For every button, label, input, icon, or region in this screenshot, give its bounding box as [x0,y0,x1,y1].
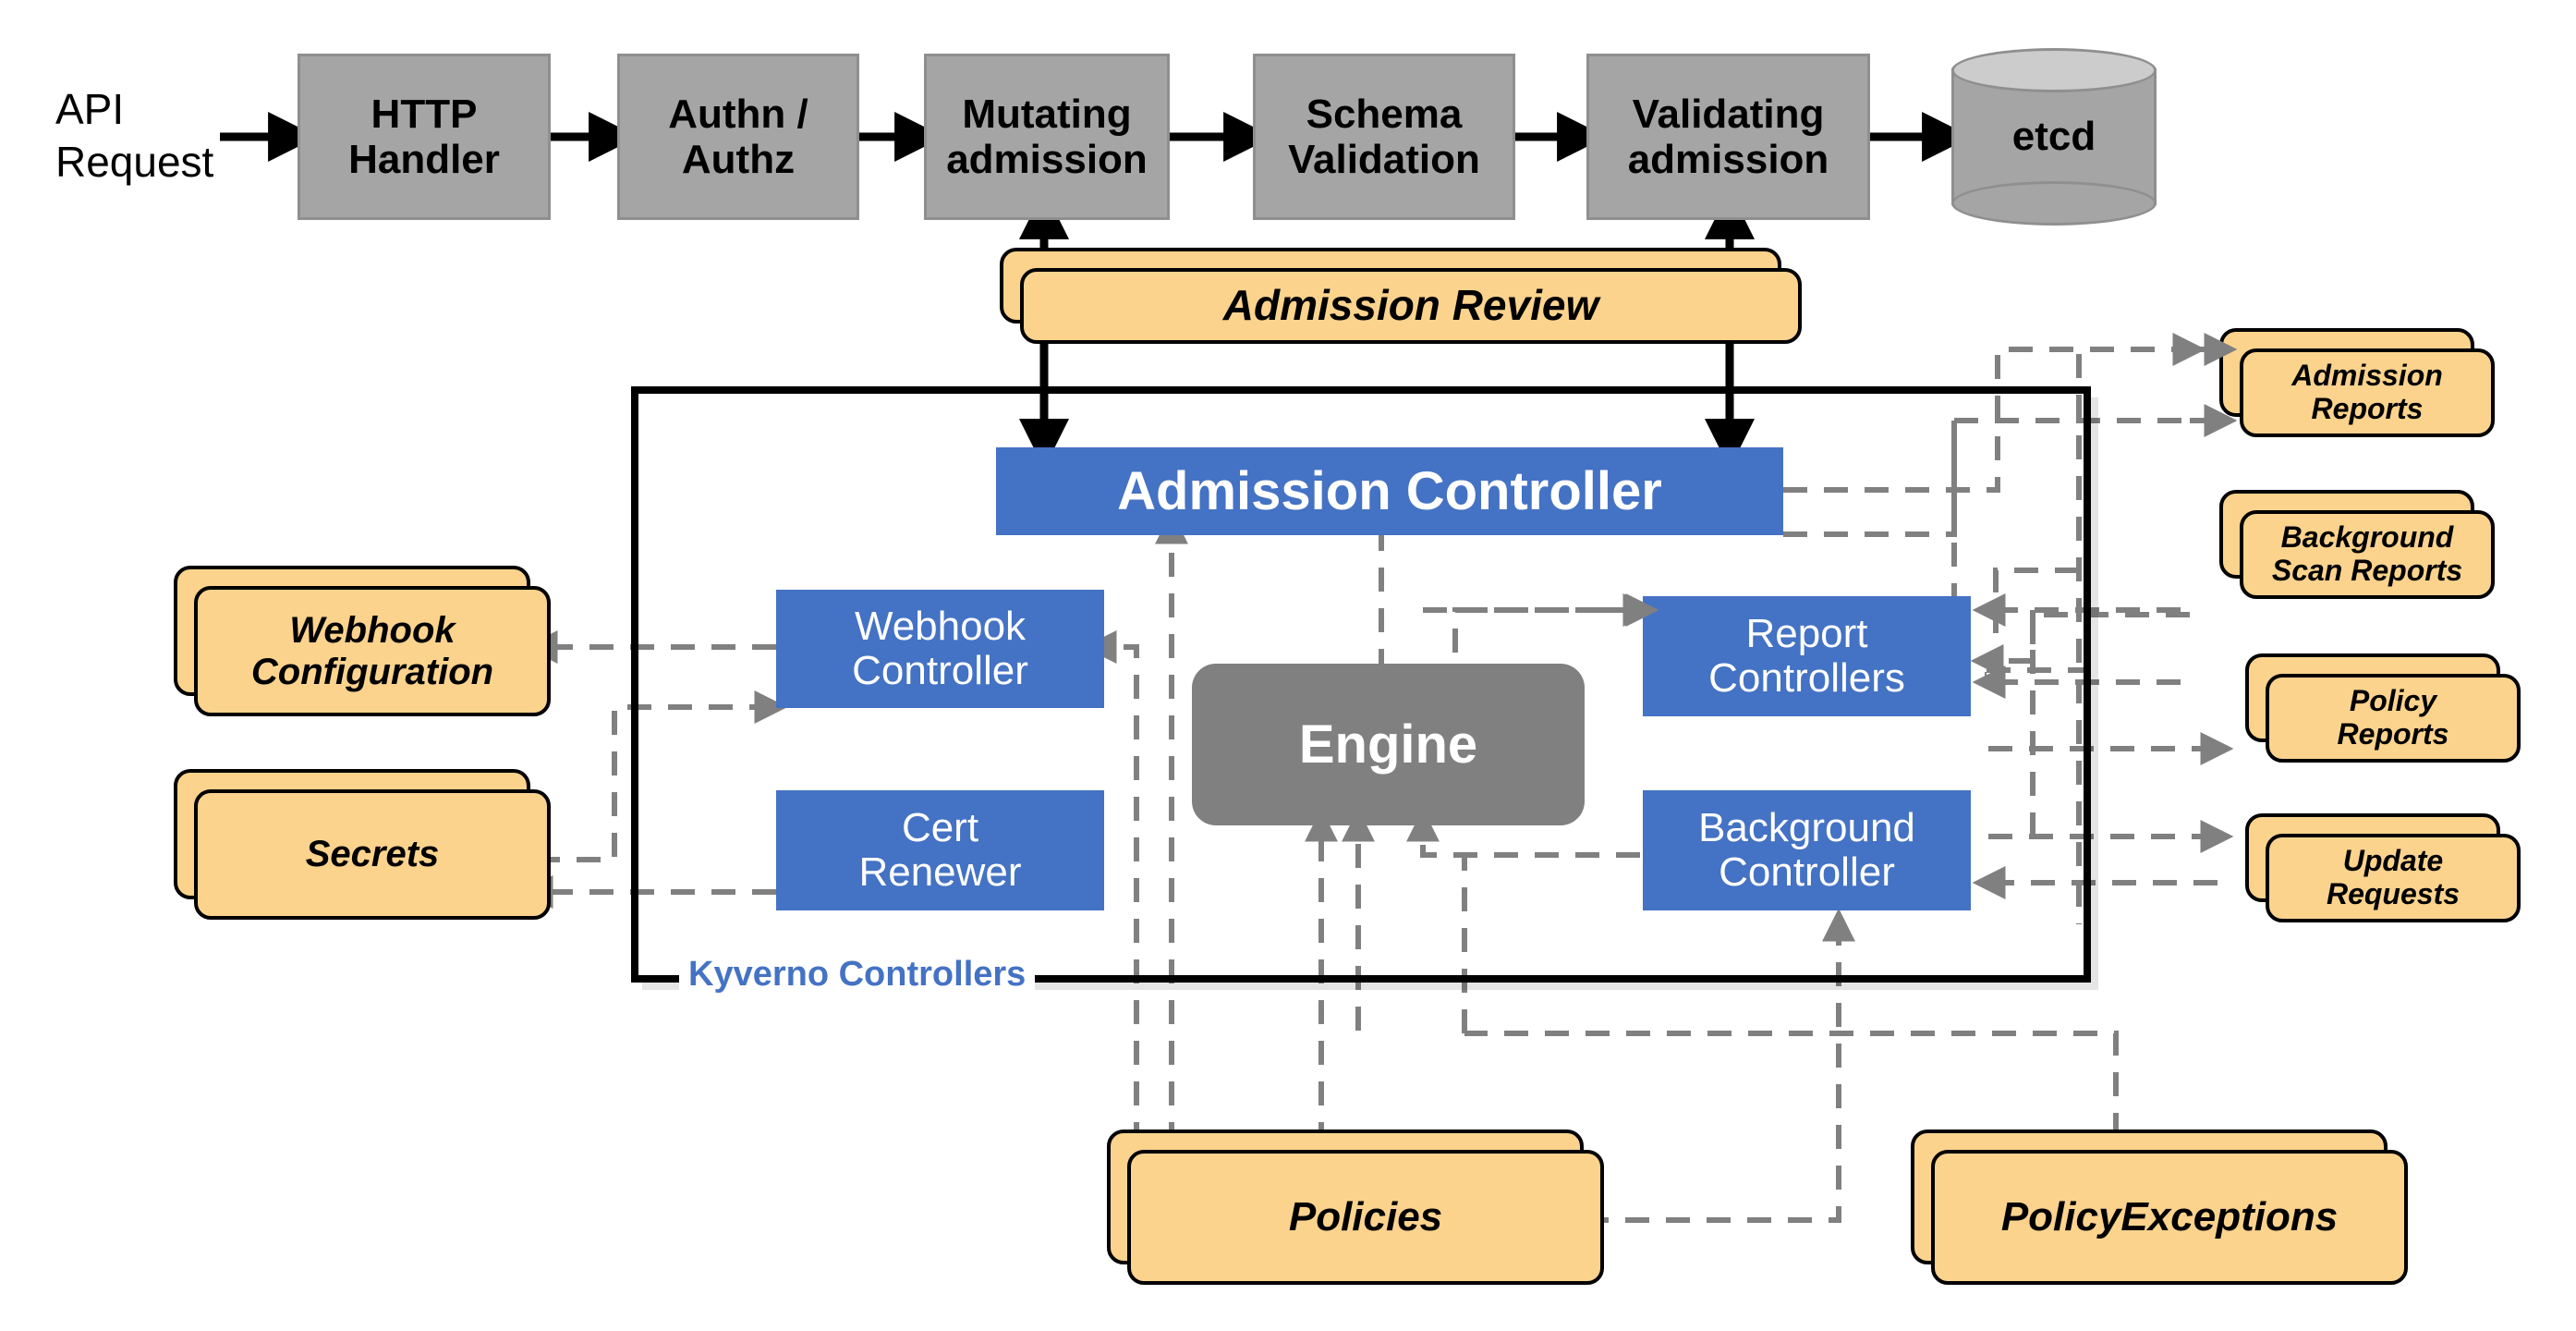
kyverno-controllers-container [631,386,2091,983]
admission-controller-box[interactable]: Admission Controller [996,447,1783,535]
etcd-label: etcd [2011,114,2096,159]
stage-authn-authz[interactable]: Authn / Authz [617,54,859,220]
admission-reports-card-front: Admission Reports [2240,348,2495,437]
engine-box[interactable]: Engine [1192,664,1585,825]
stage-schema-validation[interactable]: Schema Validation [1253,54,1515,220]
policies-card-front: Policies [1127,1150,1604,1285]
stage-mutating-admission[interactable]: Mutating admission [924,54,1170,220]
report-controllers-box[interactable]: Report Controllers [1643,596,1971,716]
etcd-cylinder-bottom [1951,181,2157,226]
policy-reports-card-front: Policy Reports [2266,674,2521,763]
etcd-cylinder-top [1951,48,2157,92]
kyverno-controllers-label: Kyverno Controllers [679,957,1036,992]
admission-review-card-front: Admission Review [1020,268,1802,344]
admission-review-card[interactable]: Admission Review [1000,248,1802,344]
update-requests-card-front: Update Requests [2266,834,2521,922]
policies-card[interactable]: Policies [1107,1130,1604,1285]
update-requests-card[interactable]: Update Requests [2245,813,2521,922]
api-request-label: API Request [55,84,214,187]
etcd-datastore[interactable]: etcd [1951,48,2157,226]
admission-reports-card[interactable]: Admission Reports [2219,328,2495,437]
webhook-controller-box[interactable]: Webhook Controller [776,590,1104,708]
policy-reports-card[interactable]: Policy Reports [2245,653,2521,763]
webhook-configuration-card-front: Webhook Configuration [194,586,551,716]
policyexceptions-card-front: PolicyExceptions [1931,1150,2408,1285]
policyexceptions-card[interactable]: PolicyExceptions [1911,1130,2408,1285]
cert-renewer-box[interactable]: Cert Renewer [776,790,1104,910]
stage-validating-admission[interactable]: Validating admission [1586,54,1870,220]
background-scan-reports-card[interactable]: Background Scan Reports [2219,490,2495,599]
secrets-card-front: Secrets [194,789,551,920]
webhook-configuration-card[interactable]: Webhook Configuration [174,566,551,716]
background-scan-reports-card-front: Background Scan Reports [2240,510,2495,599]
stage-http-handler[interactable]: HTTP Handler [298,54,551,220]
background-controller-box[interactable]: Background Controller [1643,790,1971,910]
secrets-card[interactable]: Secrets [174,769,551,920]
